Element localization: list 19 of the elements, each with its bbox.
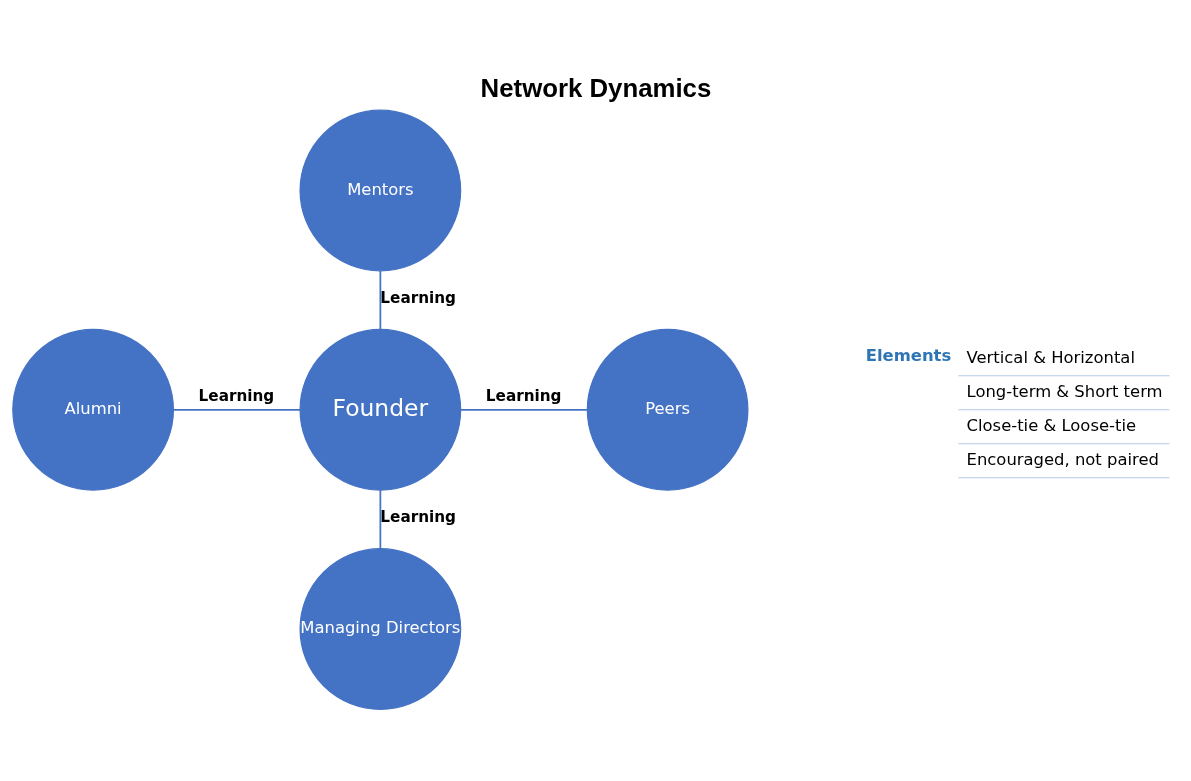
node-circle: Mentors	[299, 109, 462, 271]
label: Vertical & Horizontal	[966, 347, 1135, 367]
edge-label: Learning	[485, 386, 562, 405]
connector	[459, 408, 589, 411]
node-circle: Peers	[586, 328, 749, 491]
label: Elements	[865, 345, 952, 365]
diagram-title: Network Dynamics	[480, 73, 712, 102]
label: Encouraged, not paired	[966, 449, 1159, 469]
edge-label: Learning	[380, 288, 457, 307]
node-circle: Managing Directors	[299, 547, 462, 710]
node-circle: Founder	[299, 328, 462, 491]
edge-label: Learning	[380, 507, 457, 526]
node-circle: Alumni	[12, 328, 174, 491]
edge-label: Learning	[198, 386, 275, 405]
label: Close-tie & Loose-tie	[966, 415, 1137, 435]
connector	[379, 488, 382, 549]
connector	[379, 269, 382, 330]
label: Long-term & Short term	[966, 381, 1163, 401]
connector	[172, 408, 301, 411]
